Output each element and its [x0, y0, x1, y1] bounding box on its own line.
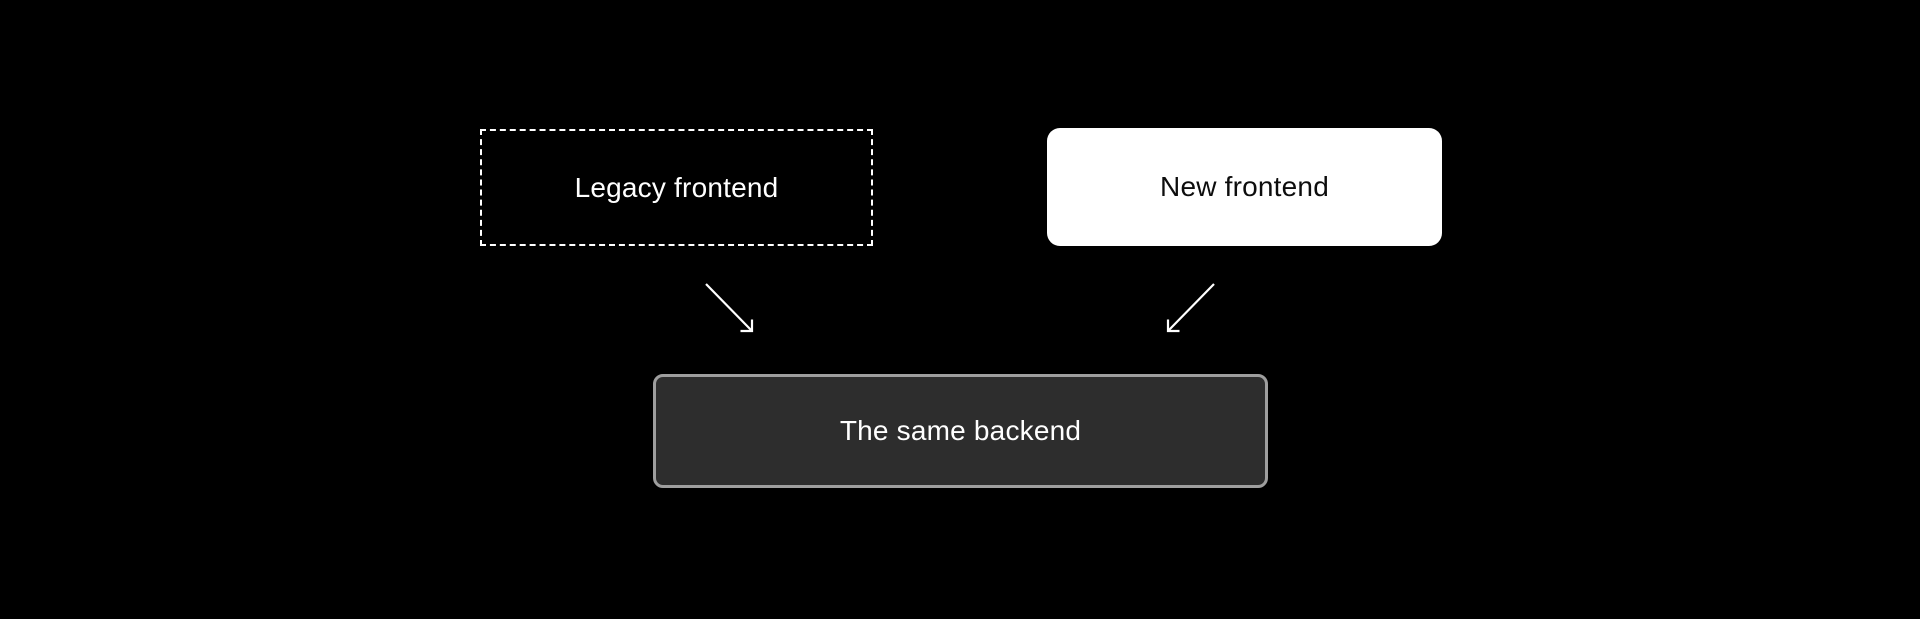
node-backend: The same backend [653, 374, 1268, 488]
node-legacy-frontend: Legacy frontend [480, 129, 873, 246]
arrow-shaft [1167, 283, 1215, 332]
node-new-frontend: New frontend [1047, 128, 1442, 246]
arrow-shaft [705, 283, 753, 332]
node-backend-label: The same backend [839, 415, 1082, 446]
node-new-frontend-label: New frontend [1160, 171, 1329, 202]
arrow-legacy-to-backend [705, 283, 754, 333]
arrow-head-icon [1166, 319, 1180, 333]
arrow-new-to-backend [1166, 283, 1215, 333]
node-legacy-frontend-label: Legacy frontend [574, 171, 779, 203]
arrow-head-icon [740, 319, 754, 333]
